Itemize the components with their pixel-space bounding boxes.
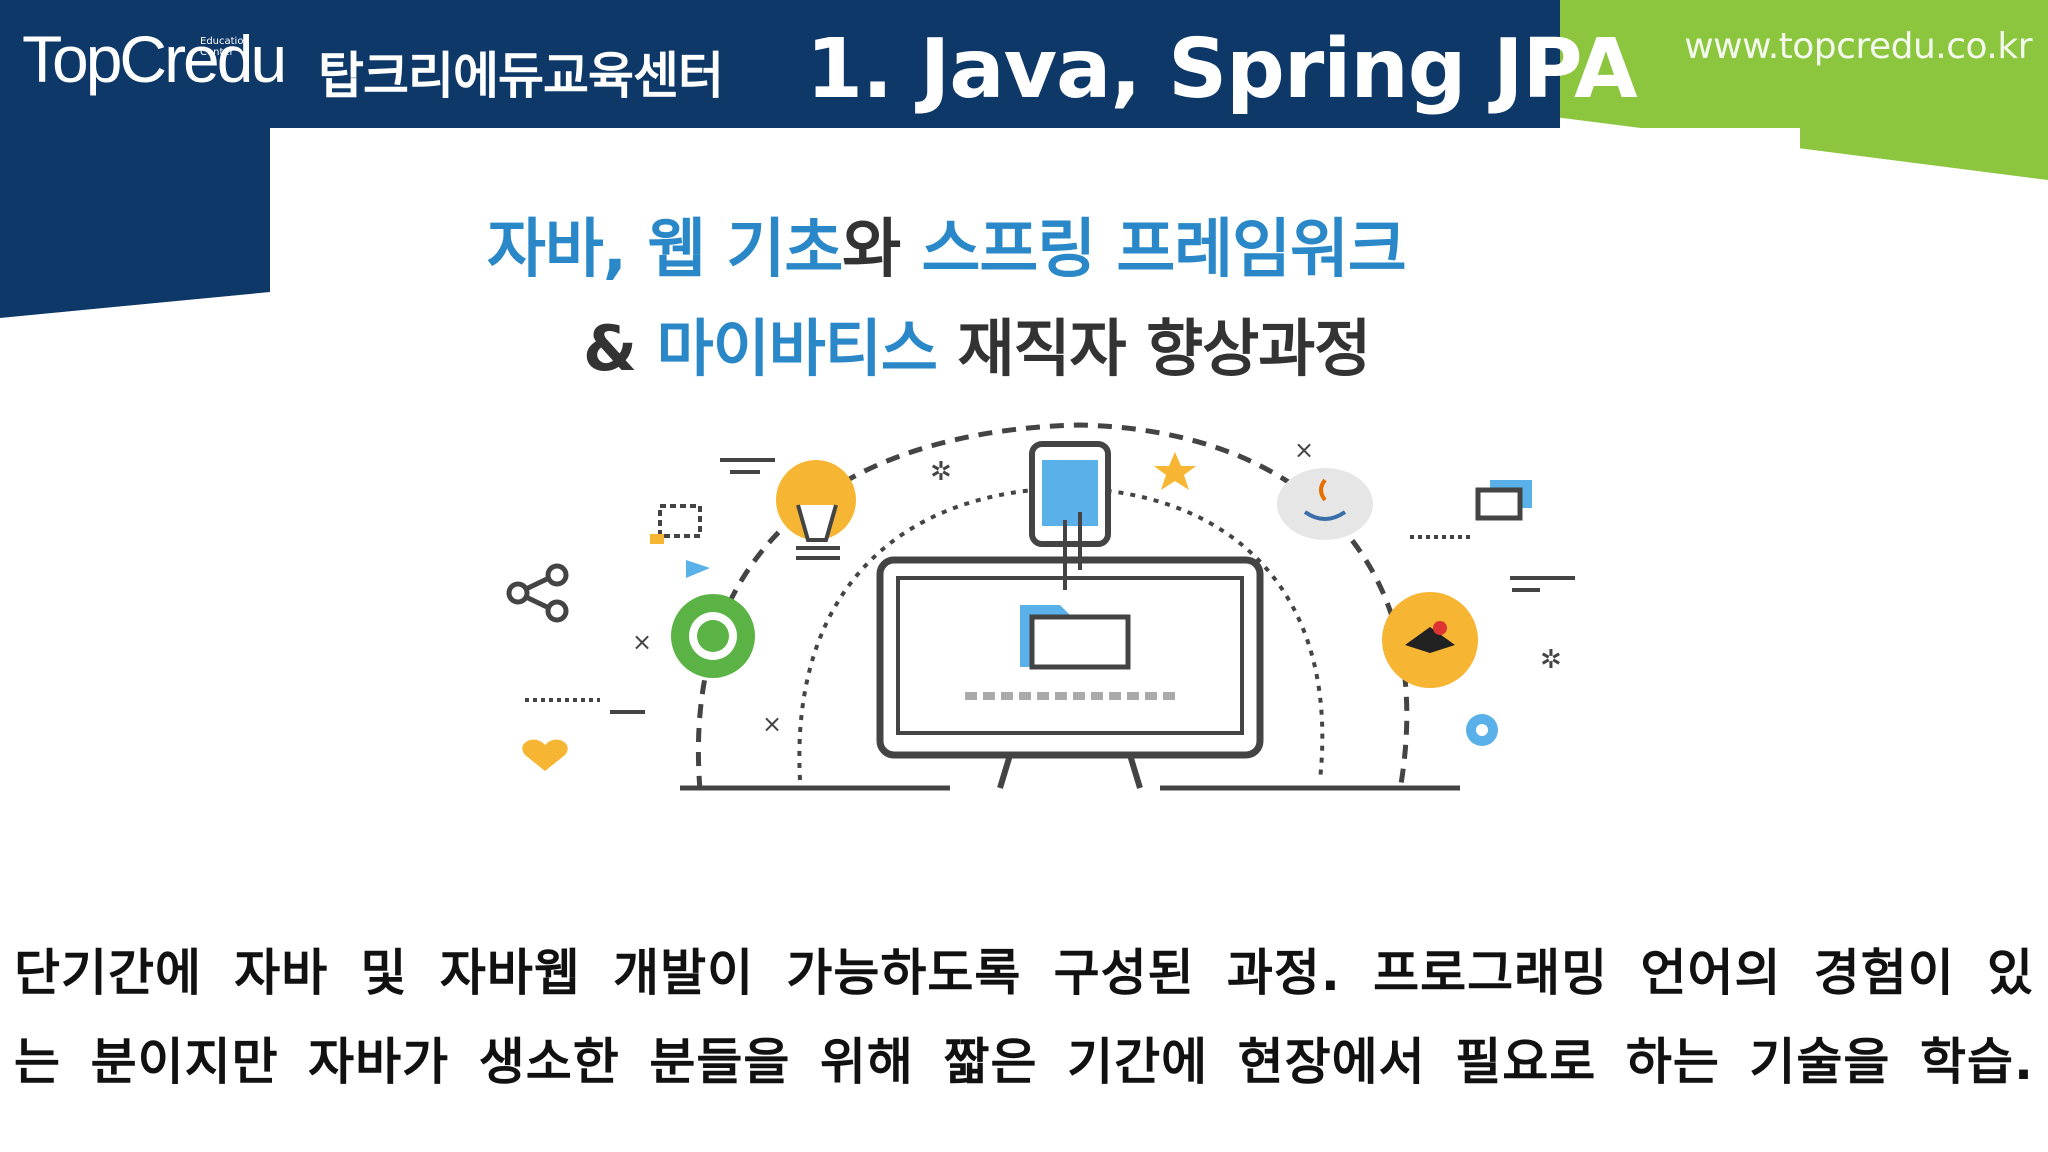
svg-text:×: × — [632, 628, 652, 656]
banner-java-web: 자바, 웹 기초 — [487, 213, 843, 287]
banner-line-1: 자바, 웹 기초와 스프링 프레임워크 — [487, 198, 1407, 290]
svg-text:×: × — [1294, 436, 1314, 464]
banner-mybatis: 마이바티스 — [656, 312, 938, 385]
site-url[interactable]: www.topcredu.co.kr — [1684, 26, 2032, 67]
topcredu-logo[interactable]: TopCredu Education Center — [22, 26, 287, 92]
banner-course: 재직자 향상과정 — [936, 312, 1371, 385]
mybatis-icon — [1382, 592, 1478, 688]
page-title: 1. Java, Spring JPA — [806, 22, 1638, 117]
inner-arc — [797, 485, 1325, 781]
gear-icon — [1466, 714, 1498, 746]
logo-subtext: Education Center — [200, 36, 250, 58]
star-icon — [1154, 452, 1196, 490]
banner-ampersand: & — [583, 312, 657, 385]
center-name: 탑크리에듀교육센터 — [318, 47, 724, 105]
share-icon — [506, 563, 569, 623]
banner-spring: 스프링 프레임워크 — [921, 213, 1406, 287]
description-line-2: 는 분이지만 자바가 생소한 분들을 위해 짧은 기간에 현장에서 필요로 하는… — [14, 1033, 2034, 1091]
banner-and: 와 — [842, 213, 922, 287]
monitor-icon — [876, 556, 1264, 789]
heart-icon — [522, 739, 568, 771]
chat-icon — [1475, 480, 1532, 521]
java-icon — [1277, 468, 1373, 540]
banner-line-2: & 마이바티스 재직자 향상과정 — [583, 298, 1371, 388]
folder-icon — [1020, 605, 1131, 670]
phone-icon — [1029, 441, 1111, 590]
spring-icon — [671, 594, 755, 678]
description-line-1: 단기간에 자바 및 자바웹 개발이 가능하도록 구성된 과정. 프로그래밍 언어… — [14, 944, 2034, 1002]
svg-text:×: × — [762, 710, 782, 738]
outer-arc — [696, 422, 1410, 791]
svg-text:✲: ✲ — [1540, 645, 1562, 675]
svg-text:✲: ✲ — [930, 457, 952, 487]
lightbulb-icon — [776, 460, 856, 560]
logo-text: TopCredu — [22, 22, 287, 96]
